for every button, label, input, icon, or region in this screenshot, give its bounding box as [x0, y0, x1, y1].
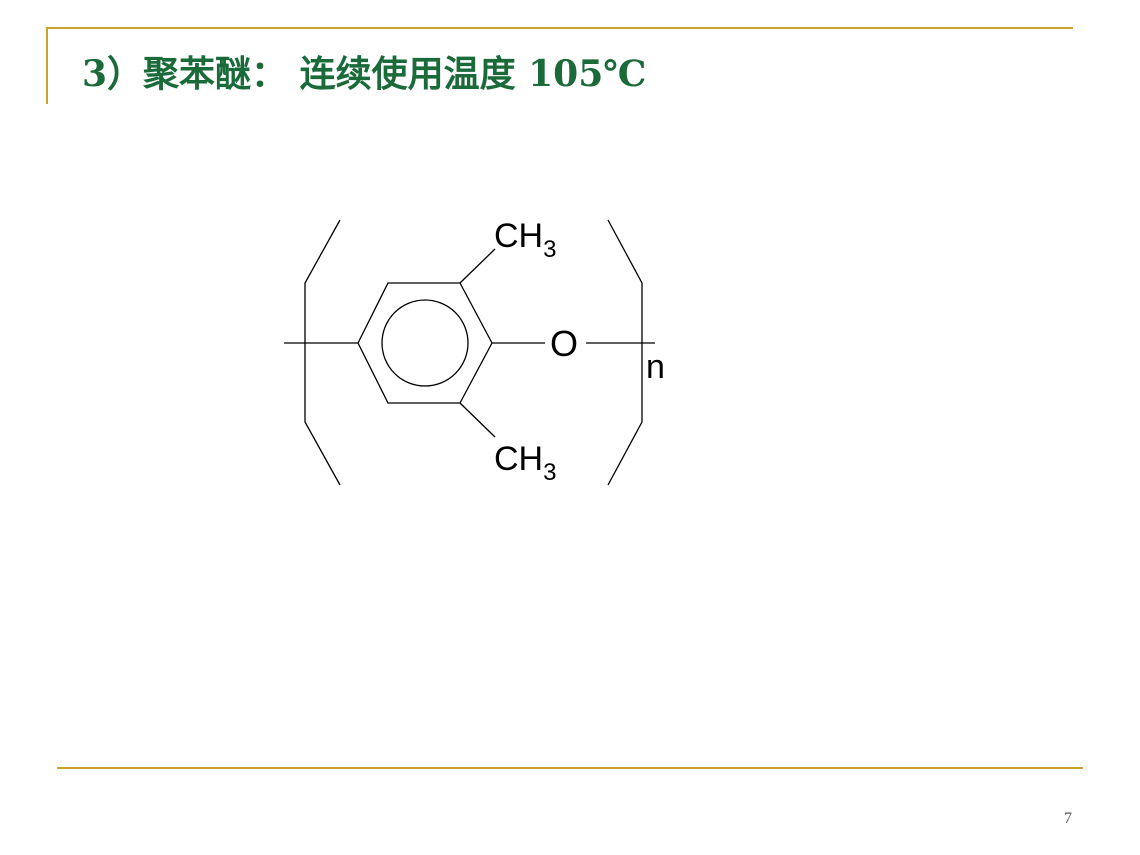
structure-drawing: CH3 O n CH3 [284, 217, 665, 486]
top-rule [47, 27, 1073, 29]
slide-title: 3）聚苯醚： 连续使用温度 105℃ [82, 53, 647, 95]
right-bracket [607, 219, 643, 486]
repeat-index-label: n [646, 348, 665, 386]
polyphenylene-ether-structure: CH3 O n CH3 [270, 205, 690, 495]
top-methyl-bond [459, 248, 496, 284]
page-number: 7 [1064, 810, 1072, 827]
benzene-ring [357, 282, 493, 404]
top-methyl-label: CH3 [494, 217, 556, 263]
bottom-rule [57, 767, 1083, 769]
left-rule [46, 27, 48, 104]
bottom-methyl-label: CH3 [494, 440, 556, 486]
aromatic-circle [381, 299, 469, 387]
oxygen-label: O [550, 323, 578, 364]
left-bracket [304, 219, 341, 486]
bottom-methyl-bond [459, 402, 496, 438]
